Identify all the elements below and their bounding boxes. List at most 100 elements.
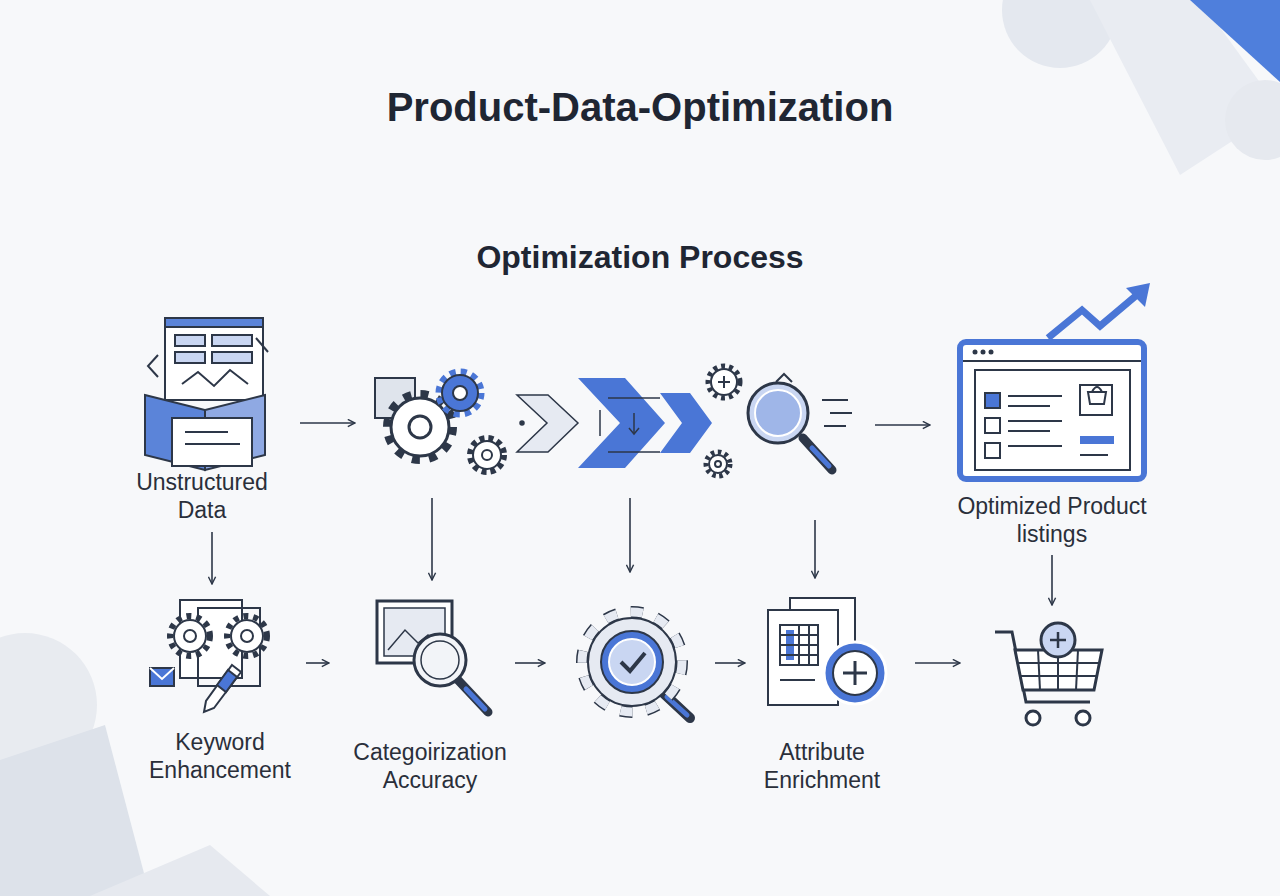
keyword-icon (150, 600, 267, 712)
product-listing-window-part (1008, 405, 1050, 407)
analysis-magnifier-icon-part (830, 412, 852, 414)
flow-arrows (300, 423, 1052, 663)
product-listing-window-part (985, 418, 1000, 433)
unstructured-data-icon-part (172, 418, 252, 466)
unstructured-data-icon-part (256, 338, 268, 352)
shopping-cart-icon-part (1041, 623, 1075, 657)
product-listing-window (960, 283, 1150, 479)
chevron-flow-icon-part (660, 393, 712, 453)
unstructured-data-icon-part (148, 355, 158, 377)
keyword-icon-part (231, 620, 263, 652)
product-listing-window-part (973, 350, 978, 355)
chevron-flow-icon-part (629, 428, 639, 434)
verification-gear-icon-part (601, 631, 663, 693)
categorization-icon-part (414, 634, 466, 686)
flow-arrow (306, 662, 329, 664)
unstructured-data-icon (145, 318, 268, 470)
analysis-magnifier-icon-part (803, 438, 832, 470)
categorization-icon (377, 601, 488, 712)
unstructured-data-icon-part (182, 370, 248, 386)
verification-gear-icon-part (621, 653, 645, 671)
product-listing-window-part (1126, 283, 1150, 307)
unstructured-data-icon-part (212, 335, 252, 346)
chevron-flow-icon-part (599, 410, 601, 436)
categorization-icon-part (466, 689, 485, 709)
attribute-icon-part (833, 651, 877, 695)
background-shapes-part (0, 725, 150, 896)
chevron-flow-icon-part (520, 421, 524, 425)
product-listing-window-part (1008, 420, 1062, 422)
attribute-icon-part (780, 625, 818, 665)
processing-gears-icon-part (470, 438, 504, 472)
flow-arrows-part (300, 422, 355, 424)
analysis-magnifier-icon-part (715, 461, 721, 467)
product-listing-window-part (1080, 454, 1108, 456)
analysis-magnifier-icon-part (755, 390, 801, 436)
shopping-cart-icon-part (1076, 711, 1090, 725)
product-listing-window-part (963, 360, 1141, 362)
node-label: Optimized Product listings (942, 492, 1162, 548)
attribute-icon-part (808, 625, 810, 665)
product-listing-window-part (960, 342, 1144, 479)
analysis-magnifier-icon-part (748, 383, 808, 443)
product-listing-window-part (981, 350, 986, 355)
keyword-icon-part (227, 616, 267, 656)
flow-arrows-part (515, 662, 545, 664)
keyword-icon-part (241, 630, 253, 642)
analysis-magnifier-icon-part (776, 374, 792, 382)
flow-arrows-part (814, 520, 816, 578)
shopping-cart-icon-part (1057, 632, 1060, 648)
product-listing-window-part (1008, 445, 1062, 447)
processing-gears-icon-part (442, 375, 478, 411)
unstructured-data-icon-part (212, 352, 252, 363)
attribute-icon-part (780, 679, 815, 681)
keyword-icon-part (217, 670, 237, 692)
product-listing-window-part (1048, 294, 1138, 338)
analysis-magnifier-icon-part (711, 369, 737, 395)
chevron-flow-icon-part (517, 395, 578, 452)
product-listing-window-part (989, 350, 994, 355)
analysis-magnifier-icon-part (822, 399, 848, 401)
node-label: Keyword Enhancement (140, 728, 300, 784)
flow-arrows-part (875, 424, 930, 426)
chevron-flow-icon-part (633, 413, 635, 433)
node-label: Unstructured Data (122, 468, 282, 524)
icon-node: Categoirization Accuracy (335, 592, 525, 794)
node-label: Attribute Enrichment (742, 738, 902, 794)
flow-arrows-part (915, 662, 960, 664)
shopping-cart-icon-part (1026, 711, 1040, 725)
background-shapes-part (1225, 80, 1280, 160)
product-listing-window-part (985, 443, 1000, 458)
keyword-icon-part (170, 616, 210, 656)
shopping-cart-icon-part (1038, 650, 1040, 690)
product-listing-window-part (1008, 430, 1050, 432)
product-listing-window-part (1080, 436, 1114, 444)
processing-gears-icon-part (482, 450, 492, 460)
analysis-magnifier-icon-part (706, 452, 730, 476)
attribute-icon (768, 598, 886, 705)
analysis-magnifier-icon-part (812, 448, 829, 466)
node-label: Categoirization Accuracy (335, 738, 525, 794)
verification-gear-icon-part (582, 612, 682, 712)
icon-node: Attribute Enrichment (742, 592, 902, 794)
flow-arrows-part (715, 662, 745, 664)
product-listing-window-part (975, 370, 1130, 470)
unstructured-data-icon-part (175, 352, 205, 363)
processing-gears-icon (375, 372, 504, 472)
icon-node: Optimized Product listings (942, 282, 1162, 548)
section-heading: Optimization Process (0, 236, 1280, 278)
chevron-flow-icon-part (608, 397, 660, 399)
chevron-flow-icon-part (608, 451, 660, 453)
keyword-icon-part (150, 668, 174, 679)
processing-gears-icon-part (387, 394, 453, 460)
analysis-magnifier-icon-part (708, 366, 740, 398)
background-shapes-part (90, 845, 270, 896)
categorization-icon-part (458, 680, 488, 712)
keyword-icon-part (184, 630, 196, 642)
attribute-icon-part (798, 625, 800, 665)
shopping-cart-icon-part (1076, 650, 1078, 690)
product-listing-window-part (1008, 395, 1062, 397)
processing-gears-icon-part (439, 372, 481, 414)
processing-gears-icon-part (391, 398, 449, 456)
